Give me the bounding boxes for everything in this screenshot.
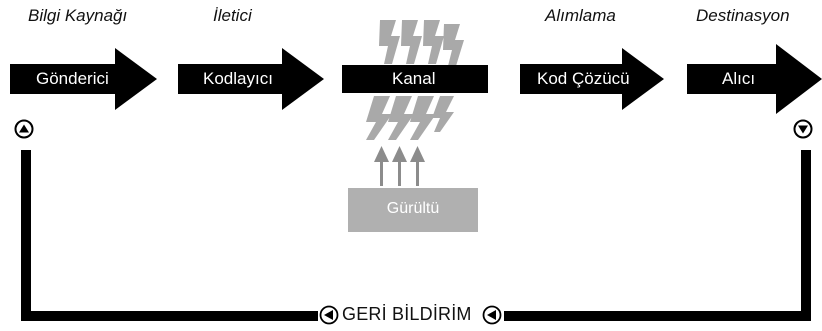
left-chevron-icon-2 bbox=[482, 305, 502, 325]
channel-bar bbox=[342, 65, 488, 93]
node-receiver: Alıcı bbox=[722, 69, 756, 88]
noise-box bbox=[348, 188, 478, 232]
feedback-label: GERİ BİLDİRİM bbox=[342, 304, 472, 324]
role-receiver: Alımlama bbox=[545, 6, 616, 25]
up-circle-icon bbox=[14, 119, 34, 139]
noise-flash-bottom bbox=[366, 96, 454, 140]
left-chevron-icon bbox=[319, 305, 339, 325]
role-destination: Destinasyon bbox=[696, 6, 790, 25]
node-encoder: Kodlayıcı bbox=[203, 69, 273, 88]
role-source: Bilgi Kaynağı bbox=[28, 6, 128, 25]
node-decoder: Kod Çözücü bbox=[537, 69, 630, 88]
role-transmitter: İletici bbox=[213, 6, 252, 25]
receiver-arrow bbox=[687, 44, 822, 114]
noise-up-arrows bbox=[374, 146, 425, 186]
down-circle-icon bbox=[793, 119, 813, 139]
decoder-arrow bbox=[520, 48, 664, 110]
encoder-arrow bbox=[178, 48, 324, 110]
node-channel: Kanal bbox=[392, 69, 436, 88]
node-sender: Gönderici bbox=[36, 69, 109, 88]
sender-arrow bbox=[10, 48, 157, 110]
feedback-loop-line bbox=[21, 150, 811, 321]
noise-flash-top bbox=[379, 20, 464, 66]
noise-label: Gürültü bbox=[386, 200, 440, 217]
